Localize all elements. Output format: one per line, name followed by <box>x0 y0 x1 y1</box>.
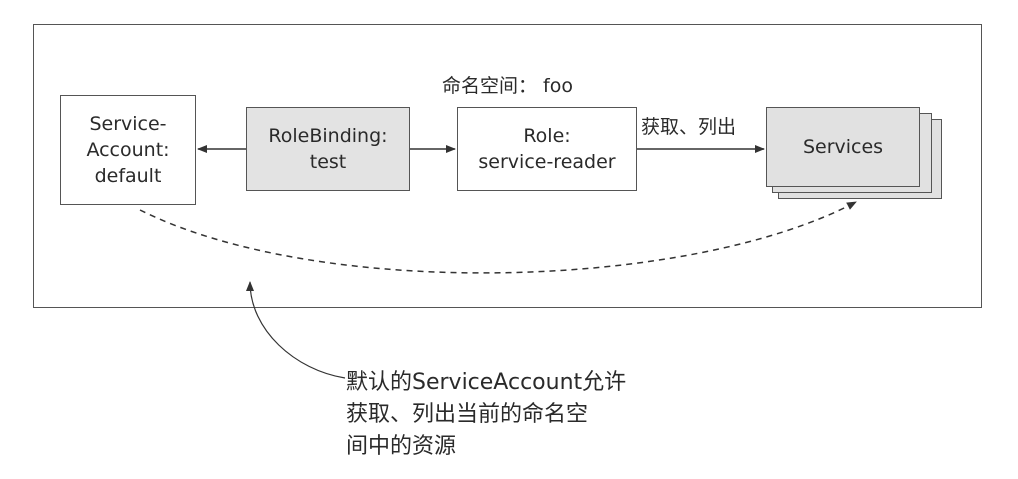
namespace-title: 命名空间： foo <box>442 75 573 97</box>
role-binding-node: RoleBinding: test <box>246 107 410 191</box>
annotation-line-1: 默认的ServiceAccount允许 <box>346 370 627 395</box>
annotation-pointer-arrow <box>246 281 346 379</box>
services-node: Services <box>766 107 920 187</box>
services-label: Services <box>802 136 884 158</box>
get-list-edge-label: 获取、列出 <box>641 116 737 138</box>
role-binding-label-line-2: test <box>309 151 347 173</box>
implicit-access-dashed-arrow <box>139 201 857 274</box>
role-node: Role: service-reader <box>457 107 637 191</box>
annotation-line-3: 间中的资源 <box>346 434 457 459</box>
role-label-line-2: service-reader <box>478 151 616 173</box>
role-binding-label-line-1: RoleBinding: <box>268 125 388 147</box>
service-account-node: Service- Account: default <box>60 95 196 205</box>
annotation-note: 默认的ServiceAccount允许 获取、列出当前的命名空 间中的资源 <box>346 367 626 463</box>
annotation-line-2: 获取、列出当前的命名空 <box>346 402 589 427</box>
role-label-line-1: Role: <box>523 125 571 147</box>
service-account-label-line-3: default <box>94 165 162 187</box>
service-account-label-line-2: Account: <box>86 139 170 161</box>
service-account-label-line-1: Service- <box>89 113 167 135</box>
